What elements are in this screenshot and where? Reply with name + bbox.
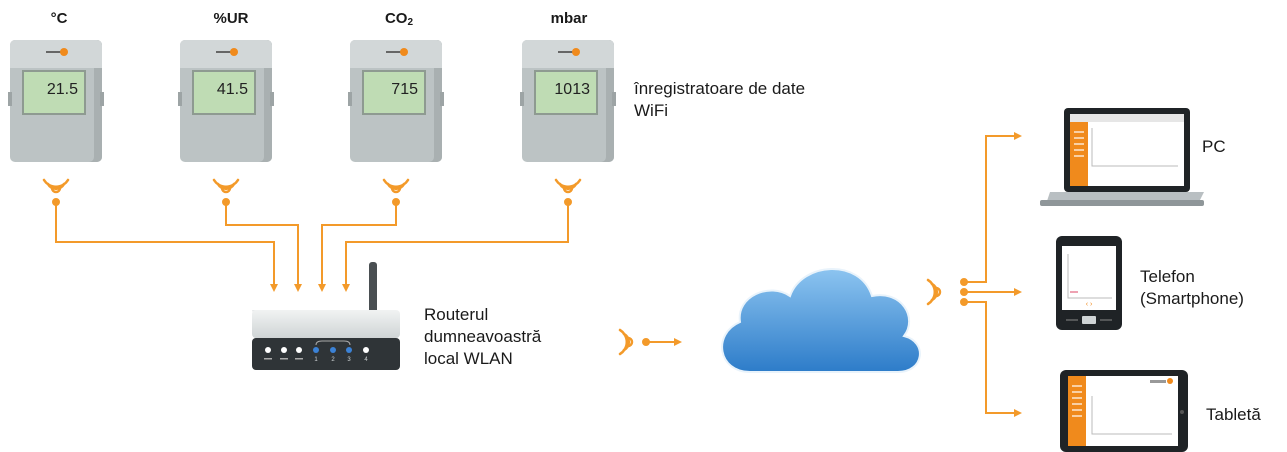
testo-logo-icon xyxy=(558,48,580,58)
router-cloud-connection xyxy=(642,338,682,346)
data-logger-humidity: 41.5 xyxy=(178,40,274,162)
cloud-icon xyxy=(721,268,921,373)
logger-display: 1013 xyxy=(534,70,598,115)
router-port-label: 4 xyxy=(364,357,368,363)
wifi-signal-icon xyxy=(926,278,942,306)
cloud-device-connections xyxy=(960,132,1022,417)
smartphone-caption: Telefon (Smartphone) xyxy=(1140,267,1244,308)
data-logger-pressure: 1013 xyxy=(520,40,616,162)
testo-logo-icon xyxy=(46,48,68,58)
smartphone-icon: ‹ › xyxy=(1056,236,1122,330)
router-port-label: 2 xyxy=(331,357,335,363)
loggers-caption: înregistratoare de date WiFi xyxy=(634,79,806,120)
pc-label: PC xyxy=(1202,137,1226,156)
logger-display: 715 xyxy=(362,70,426,115)
tablet-label: Tabletă xyxy=(1206,405,1261,424)
unit-label-humidity: %UR xyxy=(213,10,249,27)
data-logger-co2: 715 xyxy=(348,40,444,162)
testo-logo-icon xyxy=(386,48,408,58)
svg-text:‹ ›: ‹ › xyxy=(1086,301,1093,308)
unit-label-co2: CO2 xyxy=(384,10,414,28)
wlan-router: 1 2 3 4 xyxy=(252,262,400,370)
data-logger-temperature: 21.5 xyxy=(8,40,104,162)
router-port-label: 3 xyxy=(347,357,351,363)
unit-label-pressure: mbar xyxy=(550,10,588,27)
logger-display: 41.5 xyxy=(192,70,256,115)
tablet-icon xyxy=(1060,370,1188,452)
logger-display: 21.5 xyxy=(22,70,86,115)
testo-logo-icon xyxy=(216,48,238,58)
logger-router-connections xyxy=(52,198,572,292)
wifi-signal-icon xyxy=(618,328,634,356)
wifi-signal-icon xyxy=(42,178,582,194)
router-caption: Routerul dumneavoastră local WLAN xyxy=(424,305,542,368)
unit-label-temperature: °C xyxy=(50,10,68,27)
router-port-label: 1 xyxy=(314,357,318,363)
laptop-icon xyxy=(1040,108,1204,206)
